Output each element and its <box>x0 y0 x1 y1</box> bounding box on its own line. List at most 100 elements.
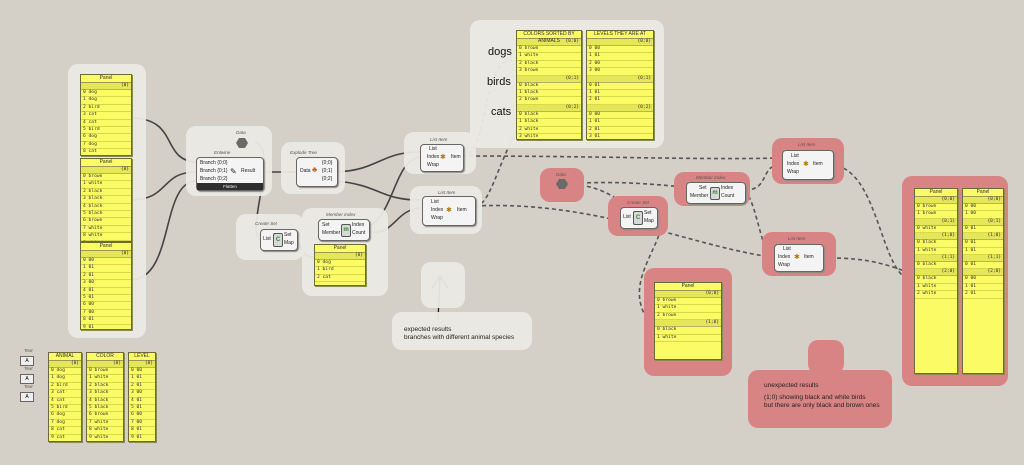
list-item-input-list[interactable]: List <box>429 146 437 152</box>
panel-row: 4 01 <box>129 398 155 405</box>
explode-output-0[interactable]: {0;0} <box>322 160 333 166</box>
panel-row: 1 01 <box>587 119 653 127</box>
member-index-input-1[interactable]: Member <box>322 230 341 236</box>
entwine-output[interactable]: Result <box>241 168 256 174</box>
text-param-1[interactable]: A <box>20 356 34 366</box>
create-set-output-1[interactable]: Map <box>644 218 654 224</box>
create-set-output-0[interactable]: Set <box>284 232 292 238</box>
branch-path: {0;0} <box>587 39 653 46</box>
list-item-input-index[interactable]: Index <box>431 207 444 213</box>
explode-title: Explode Tree <box>290 150 317 155</box>
create-set-component[interactable]: List C Set Map <box>260 229 298 251</box>
create-set-output-1[interactable]: Map <box>284 240 294 246</box>
expected-note: expected results branches with different… <box>404 326 515 341</box>
panel-row: 0 dog <box>49 368 81 376</box>
panel-row: 0 brown <box>655 298 721 306</box>
branch-path: {0;1} <box>963 218 1003 226</box>
branch-path: {0;2} <box>587 104 653 112</box>
list-item-title: List Item <box>798 142 816 147</box>
panel-row: 0 brown <box>87 368 123 376</box>
create-set-component-2[interactable]: List C Set Map <box>620 207 658 229</box>
explode-output-2[interactable]: {0;2} <box>322 176 333 182</box>
panel-row: 1 dog <box>81 97 131 105</box>
group-expected-arrow <box>421 262 465 308</box>
entwine-component[interactable]: Branch {0;0} Branch {0;1} Branch {0;2} ✎… <box>196 157 264 191</box>
panel-row: 1 01 <box>587 53 653 61</box>
member-index-output-1[interactable]: Count <box>352 230 366 236</box>
list-item-input-wrap[interactable]: Wrap <box>787 169 799 175</box>
list-item-output[interactable]: Item <box>457 207 467 213</box>
text-param-title: Text <box>24 348 33 353</box>
list-item-input-wrap[interactable]: Wrap <box>431 215 443 221</box>
member-index-component-2[interactable]: Set Member m Index Count <box>686 182 746 204</box>
entwine-input-1[interactable]: Branch {0;1} <box>200 168 228 174</box>
create-set-output-0[interactable]: Set <box>644 210 652 216</box>
list-item-input-wrap[interactable]: Wrap <box>778 262 790 268</box>
list-item-input-list[interactable]: List <box>783 246 791 252</box>
list-item-component-2[interactable]: List Index Wrap ✱ Item <box>422 196 476 226</box>
explode-output-1[interactable]: {0;1} <box>322 168 333 174</box>
list-item-input-index[interactable]: Index <box>427 154 440 160</box>
list-item-output[interactable]: Item <box>813 161 823 167</box>
list-item-input-list[interactable]: List <box>791 153 799 159</box>
explode-input[interactable]: Data <box>300 168 311 174</box>
panel-row: 0 01 <box>963 262 1003 270</box>
create-set-input[interactable]: List <box>263 236 271 242</box>
list-item-input-index[interactable]: Index <box>787 161 800 167</box>
panel-row: 0 white <box>915 226 957 234</box>
panel-row: 2 cat <box>315 275 365 283</box>
flatten-toggle[interactable]: Flatten <box>197 183 263 190</box>
list-item-output[interactable]: Item <box>804 254 814 260</box>
list-item-title: List Item <box>438 190 456 195</box>
list-item-component-4[interactable]: List Index Wrap ✱ Item <box>774 244 824 272</box>
list-item-input-list[interactable]: List <box>431 199 439 205</box>
panel-row: 3 00 <box>129 390 155 398</box>
panel-row: 1 bird <box>315 267 365 275</box>
data-param-1[interactable] <box>236 138 248 148</box>
data-param-2[interactable] <box>556 179 568 189</box>
list-item-component-1[interactable]: List Index Wrap ✱ Item <box>420 144 464 172</box>
entwine-title: Entwine <box>214 150 231 155</box>
text-param-3[interactable]: A <box>20 392 34 402</box>
member-index-output-1[interactable]: Count <box>721 193 735 199</box>
panel-row: 2 brown <box>655 313 721 321</box>
branch-path: {1;1} <box>963 254 1003 262</box>
explode-tree-component[interactable]: Data ♣ {0;0} {0;1} {0;2} <box>296 157 338 187</box>
member-index-output-0[interactable]: Index <box>352 222 365 228</box>
panel-row: 3 black <box>87 390 123 398</box>
panel-row: 3 01 <box>587 134 653 139</box>
list-item-input-wrap[interactable]: Wrap <box>427 162 439 168</box>
list-item-input-index[interactable]: Index <box>778 254 791 260</box>
panel-row: 1 dog <box>49 375 81 383</box>
list-item-component-3[interactable]: List Index Wrap ✱ Item <box>782 150 834 180</box>
member-index-input-1[interactable]: Member <box>690 193 709 199</box>
panel-row: 5 01 <box>129 405 155 413</box>
panel-row: 2 black <box>81 189 131 197</box>
list-item-output[interactable]: Item <box>451 154 461 160</box>
member-index-input-0[interactable]: Set <box>322 222 330 228</box>
member-index-input-0[interactable]: Set <box>699 185 707 191</box>
create-set-input[interactable]: List <box>623 214 631 220</box>
text-param-title: Text <box>24 384 33 389</box>
member-index-component[interactable]: Set Member m Index Count <box>318 219 370 241</box>
text-param-2[interactable]: A <box>20 374 34 384</box>
branch-path: {0;0} <box>517 39 581 46</box>
member-index-output-0[interactable]: Index <box>721 185 734 191</box>
panel-row: 0 brown <box>81 174 131 182</box>
panel-row: 0 black <box>915 276 957 284</box>
entwine-input-0[interactable]: Branch {0;0} <box>200 160 228 166</box>
entwine-input-2[interactable]: Branch {0;2} <box>200 176 228 182</box>
branch-path: {0;2} <box>517 104 581 112</box>
